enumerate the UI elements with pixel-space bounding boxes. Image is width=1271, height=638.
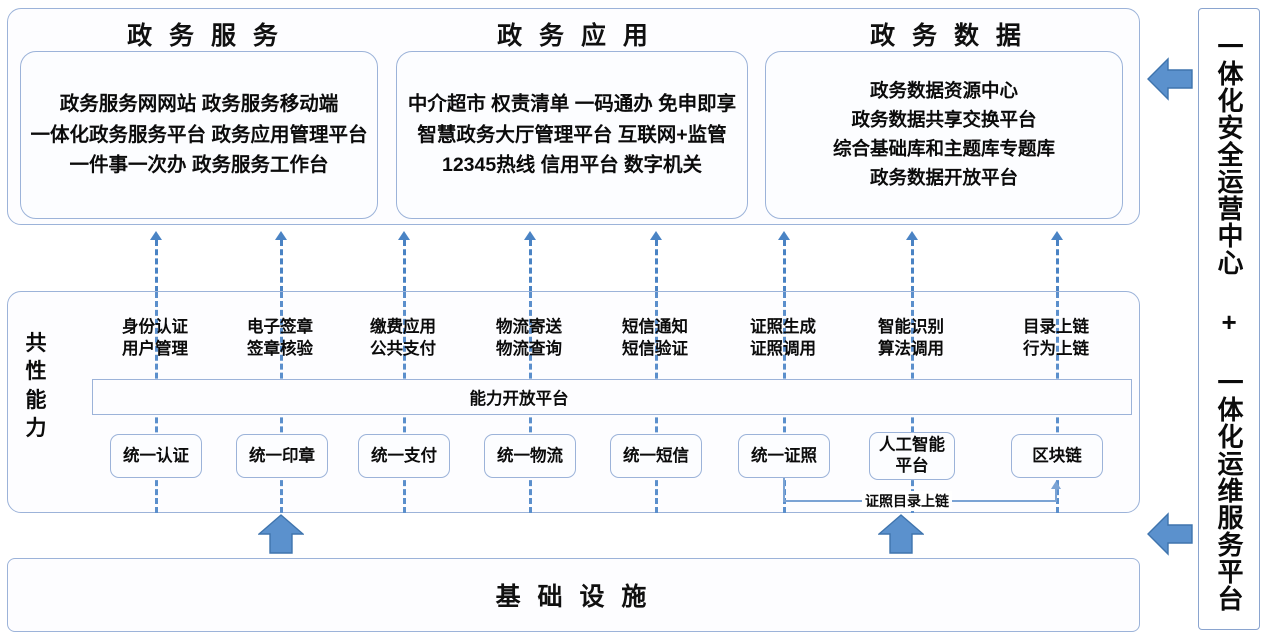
- capability-head-line: 短信验证: [622, 340, 688, 359]
- up-block-arrow-icon: [878, 513, 924, 555]
- capability-head-line: 物流查询: [496, 340, 562, 359]
- capability-side-label-c1: 共: [25, 332, 47, 355]
- chain-link-vertical-right: [1055, 489, 1057, 501]
- capability-head-line: 短信通知: [622, 318, 688, 336]
- chain-link-vertical-left: [783, 478, 785, 501]
- dashed-up-arrow-stem: [403, 240, 406, 292]
- capability-box-ai-platform[interactable]: 人工智能 平台: [869, 432, 955, 480]
- capability-head-line: 身份认证: [122, 318, 188, 336]
- chain-link-label: 证照目录上链: [862, 491, 952, 511]
- up-block-arrow-icon: [258, 513, 304, 555]
- capability-box-line: 人工智能: [879, 436, 945, 455]
- capability-head-payment: 缴费应用 公共支付: [343, 316, 463, 361]
- dashed-up-arrow-icon: [1051, 231, 1063, 240]
- sidebar-label: 一体化安全运营中心 + 一体化运维服务平台: [1214, 32, 1245, 612]
- government-service-line-2: 一体化政务服务平台 政务应用管理平台: [30, 123, 368, 146]
- infrastructure-label: 基 础 设 施: [495, 583, 652, 611]
- dashed-up-arrow-stem: [280, 240, 283, 292]
- dashed-up-arrow-stem: [783, 240, 786, 292]
- capability-head-line: 智能识别: [878, 318, 944, 336]
- capability-head-seal: 电子签章 签章核验: [220, 316, 340, 361]
- dashed-up-arrow-stem: [155, 240, 158, 292]
- dashed-up-arrow-stem: [911, 240, 914, 292]
- capability-head-line: 物流寄送: [496, 318, 562, 336]
- capability-box-unified-payment[interactable]: 统一支付: [358, 434, 450, 478]
- section-title-government-service: 政 务 服 务: [127, 22, 283, 50]
- government-application-line-2: 智慧政务大厅管理平台 互联网+监管: [417, 123, 727, 146]
- left-block-arrow-icon: [1146, 510, 1194, 558]
- capability-box-line: 平台: [895, 457, 929, 475]
- infrastructure-panel: 基 础 设 施: [7, 558, 1140, 632]
- capability-head-line: 电子签章: [247, 318, 313, 336]
- dashed-up-arrow-stem: [1056, 240, 1059, 292]
- capability-side-label-c4: 力: [25, 417, 47, 441]
- capability-box-blockchain[interactable]: 区块链: [1011, 434, 1103, 478]
- government-data-line-1: 政务数据资源中心: [869, 80, 1018, 102]
- government-data-line-4: 政务数据开放平台: [869, 166, 1018, 188]
- dashed-up-arrow-icon: [150, 231, 162, 240]
- capability-side-label-c3: 能: [25, 388, 47, 412]
- capability-head-line: 签章核验: [247, 340, 313, 359]
- government-service-box: 政务服务网网站 政务服务移动端 一体化政务服务平台 政务应用管理平台 一件事一次…: [20, 51, 378, 219]
- dashed-up-arrow-stem: [655, 240, 658, 292]
- capability-head-line: 行为上链: [1023, 340, 1089, 359]
- open-platform-label: 能力开放平台: [469, 390, 569, 408]
- capability-head-line: 算法调用: [878, 340, 944, 359]
- capability-box-unified-seal[interactable]: 统一印章: [236, 434, 328, 478]
- section-title-government-data: 政 务 数 据: [870, 22, 1026, 50]
- capability-head-line: 公共支付: [370, 340, 436, 359]
- capability-box-unified-sms[interactable]: 统一短信: [610, 434, 702, 478]
- capability-head-line: 证照调用: [750, 340, 816, 359]
- capability-head-sms: 短信通知 短信验证: [595, 316, 715, 361]
- open-platform-bar[interactable]: 能力开放平台: [92, 379, 1132, 415]
- sidebar-panel: [1198, 8, 1260, 630]
- left-block-arrow-icon: [1146, 55, 1194, 103]
- capability-head-ai: 智能识别 算法调用: [851, 316, 971, 361]
- dashed-up-arrow-stem: [529, 240, 532, 292]
- capability-box-unified-license[interactable]: 统一证照: [738, 434, 830, 478]
- capability-head-line: 缴费应用: [370, 318, 436, 336]
- capability-head-logistics: 物流寄送 物流查询: [469, 316, 589, 361]
- government-application-box: 中介超市 权责清单 一码通办 免申即享 智慧政务大厅管理平台 互联网+监管 12…: [396, 51, 748, 219]
- capability-side-label: 共 性 能 力: [14, 330, 58, 443]
- government-application-line-3: 12345热线 信用平台 数字机关: [441, 154, 703, 177]
- dashed-up-arrow-icon: [398, 231, 410, 240]
- capability-head-line: 目录上链: [1023, 318, 1089, 336]
- capability-head-identity: 身份认证 用户管理: [95, 316, 215, 361]
- government-data-box: 政务数据资源中心 政务数据共享交换平台 综合基础库和主题库专题库 政务数据开放平…: [765, 51, 1123, 219]
- chain-link-arrow-icon: [1051, 481, 1061, 489]
- section-title-government-application: 政 务 应 用: [497, 22, 653, 50]
- dashed-up-arrow-icon: [275, 231, 287, 240]
- dashed-up-arrow-icon: [524, 231, 536, 240]
- dashed-up-arrow-icon: [650, 231, 662, 240]
- capability-head-blockchain: 目录上链 行为上链: [996, 316, 1116, 361]
- government-data-line-2: 政务数据共享交换平台: [851, 109, 1037, 131]
- dashed-up-arrow-icon: [906, 231, 918, 240]
- government-data-line-3: 综合基础库和主题库专题库: [832, 138, 1055, 159]
- government-service-line-3: 一件事一次办 政务服务工作台: [69, 154, 329, 177]
- government-application-line-1: 中介超市 权责清单 一码通办 免申即享: [407, 93, 737, 116]
- government-service-line-1: 政务服务网网站 政务服务移动端: [59, 93, 339, 116]
- capability-side-label-c2: 性: [25, 360, 47, 384]
- dashed-up-arrow-icon: [778, 231, 790, 240]
- capability-box-unified-logistics[interactable]: 统一物流: [484, 434, 576, 478]
- capability-head-line: 用户管理: [122, 340, 188, 359]
- capability-head-line: 证照生成: [750, 318, 816, 336]
- capability-box-unified-auth[interactable]: 统一认证: [110, 434, 202, 478]
- capability-head-license: 证照生成 证照调用: [723, 316, 843, 361]
- sidebar-label-wrapper: 一体化安全运营中心 + 一体化运维服务平台: [1198, 33, 1260, 612]
